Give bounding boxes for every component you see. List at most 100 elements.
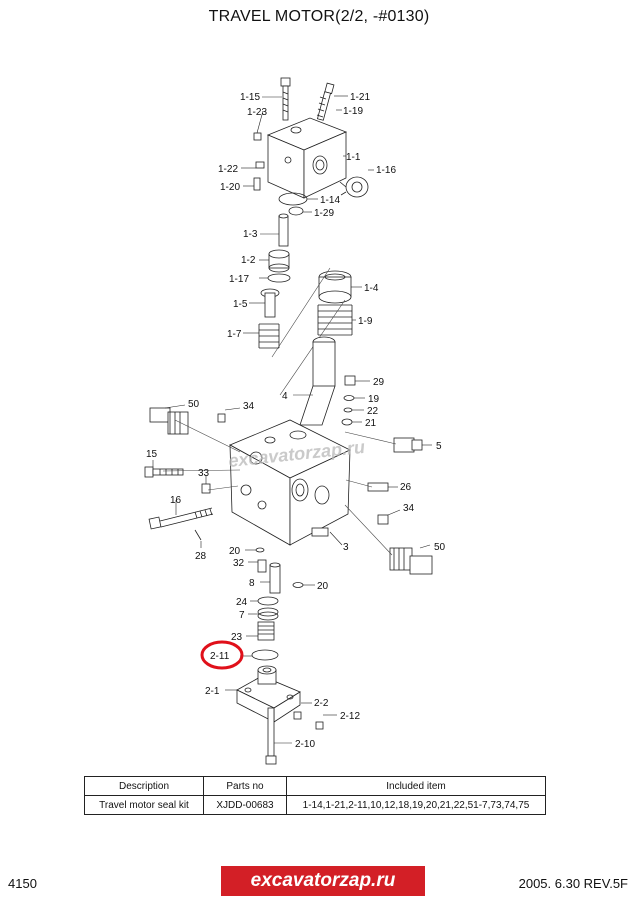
plug-part-34-upper xyxy=(217,413,226,423)
poppet-part-1-5 xyxy=(260,288,280,318)
callout-1-23: 1-23 xyxy=(247,107,267,118)
header-parts-no: Parts no xyxy=(203,776,287,796)
plug-part-2-2 xyxy=(293,711,302,720)
ring-part-24 xyxy=(257,596,279,606)
callout-4: 4 xyxy=(282,391,288,402)
ring-part-1-17 xyxy=(267,273,291,283)
page-number: 4150 xyxy=(8,876,37,891)
ring-part-1-29 xyxy=(288,206,304,216)
callout-15: 15 xyxy=(146,449,158,460)
spool-part-8 xyxy=(269,562,281,594)
sleeve-part-1-4 xyxy=(318,270,352,304)
bolt-part-2-10 xyxy=(265,707,277,765)
plug-part-34-lower xyxy=(377,514,389,525)
fitting-part-50-right xyxy=(389,547,433,575)
callout-2-12: 2-12 xyxy=(340,711,360,722)
fitting-part-5 xyxy=(393,437,423,453)
bolt-part-1-21 xyxy=(316,82,335,121)
cell-description: Travel motor seal kit xyxy=(84,795,204,815)
plunger-part-1-3 xyxy=(278,213,289,247)
callout-1-19: 1-19 xyxy=(343,106,363,117)
callout-1-14: 1-14 xyxy=(320,195,340,206)
callout-50-lower: 50 xyxy=(434,542,446,553)
cover-part-2-1 xyxy=(236,665,301,723)
header-included-item: Included item xyxy=(286,776,546,796)
callout-19: 19 xyxy=(368,394,380,405)
callout-1-15: 1-15 xyxy=(240,92,260,103)
callout-1-16: 1-16 xyxy=(376,165,396,176)
fitting-part-50-left xyxy=(149,407,189,435)
callout-2-2: 2-2 xyxy=(314,698,329,709)
callout-21: 21 xyxy=(365,418,377,429)
parts-table: Description Parts no Included item Trave… xyxy=(84,776,546,815)
exploded-parts-diagram: excavatorzap.ru 1-15 1-21 1-23 1-19 1-1 … xyxy=(144,77,446,765)
callout-3: 3 xyxy=(343,542,349,553)
callout-1-29: 1-29 xyxy=(314,208,334,219)
valve-block-part-3 xyxy=(229,419,351,546)
callout-28: 28 xyxy=(195,551,207,562)
callout-2-11: 2-11 xyxy=(210,651,230,662)
bolt-part-1-15 xyxy=(280,77,291,121)
oring-part-19 xyxy=(343,395,355,401)
plug-part-33 xyxy=(201,483,211,494)
callout-24: 24 xyxy=(236,597,248,608)
bolt-part-15 xyxy=(144,466,184,478)
callout-50-upper: 50 xyxy=(188,399,200,410)
rod-part-4 xyxy=(299,336,336,426)
callout-16: 16 xyxy=(170,495,182,506)
callout-26: 26 xyxy=(400,482,412,493)
spring-part-1-9 xyxy=(317,304,353,336)
callout-34-lower: 34 xyxy=(403,503,415,514)
callout-8: 8 xyxy=(249,578,255,589)
pin-part-28 xyxy=(194,529,202,541)
parts-table-header: Description Parts no Included item xyxy=(84,776,546,796)
sleeve-part-1-2 xyxy=(268,249,290,273)
plug-part-29 xyxy=(344,375,356,386)
oring-part-1-14 xyxy=(278,192,308,206)
date-revision: 2005. 6.30 REV.5F xyxy=(518,876,628,891)
callout-1-9: 1-9 xyxy=(358,316,373,327)
plug-part-32 xyxy=(257,559,267,573)
callout-22: 22 xyxy=(367,406,379,417)
leader-lines xyxy=(152,95,432,744)
callout-1-1: 1-1 xyxy=(346,152,361,163)
callout-1-5: 1-5 xyxy=(233,299,248,310)
ring-part-20-left xyxy=(255,547,265,553)
callout-23: 23 xyxy=(231,632,243,643)
callout-1-4: 1-4 xyxy=(364,283,379,294)
spring-part-7 xyxy=(257,607,279,621)
callout-1-17: 1-17 xyxy=(229,274,249,285)
callout-1-21: 1-21 xyxy=(350,92,370,103)
callout-20-right: 20 xyxy=(317,581,329,592)
highlight-circle xyxy=(200,640,244,670)
block-part-1-1 xyxy=(266,117,348,199)
ring-part-20-right xyxy=(292,582,304,588)
callout-1-7: 1-7 xyxy=(227,329,242,340)
plug-part-23 xyxy=(257,621,275,641)
plug-part-2-12 xyxy=(315,721,324,730)
callout-1-3: 1-3 xyxy=(243,229,258,240)
table-row: Travel motor seal kit XJDD-00683 1-14,1-… xyxy=(84,795,546,815)
cell-included-item: 1-14,1-21,2-11,10,12,18,19,20,21,22,51-7… xyxy=(286,795,546,815)
spring-part-1-7 xyxy=(258,323,280,349)
callout-2-1: 2-1 xyxy=(205,686,220,697)
ring-part-21 xyxy=(341,418,353,426)
cell-parts-no: XJDD-00683 xyxy=(203,795,287,815)
ring-part-22 xyxy=(343,407,353,413)
callout-29: 29 xyxy=(373,377,385,388)
callout-1-22: 1-22 xyxy=(218,164,238,175)
plug-part-1-23 xyxy=(253,132,262,141)
callout-32: 32 xyxy=(233,558,245,569)
page-title: TRAVEL MOTOR(2/2, -#0130) xyxy=(208,8,430,25)
header-description: Description xyxy=(84,776,204,796)
plug-part-1-16 xyxy=(339,176,369,198)
callout-33: 33 xyxy=(198,468,210,479)
plug-part-1-22 xyxy=(255,161,265,169)
callout-5: 5 xyxy=(436,441,442,452)
bolt-part-16 xyxy=(148,507,214,530)
callout-20-left: 20 xyxy=(229,546,241,557)
callout-34-upper: 34 xyxy=(243,401,255,412)
brand-banner[interactable]: excavatorzap.ru xyxy=(221,866,425,896)
callout-7: 7 xyxy=(239,610,245,621)
callout-1-2: 1-2 xyxy=(241,255,256,266)
